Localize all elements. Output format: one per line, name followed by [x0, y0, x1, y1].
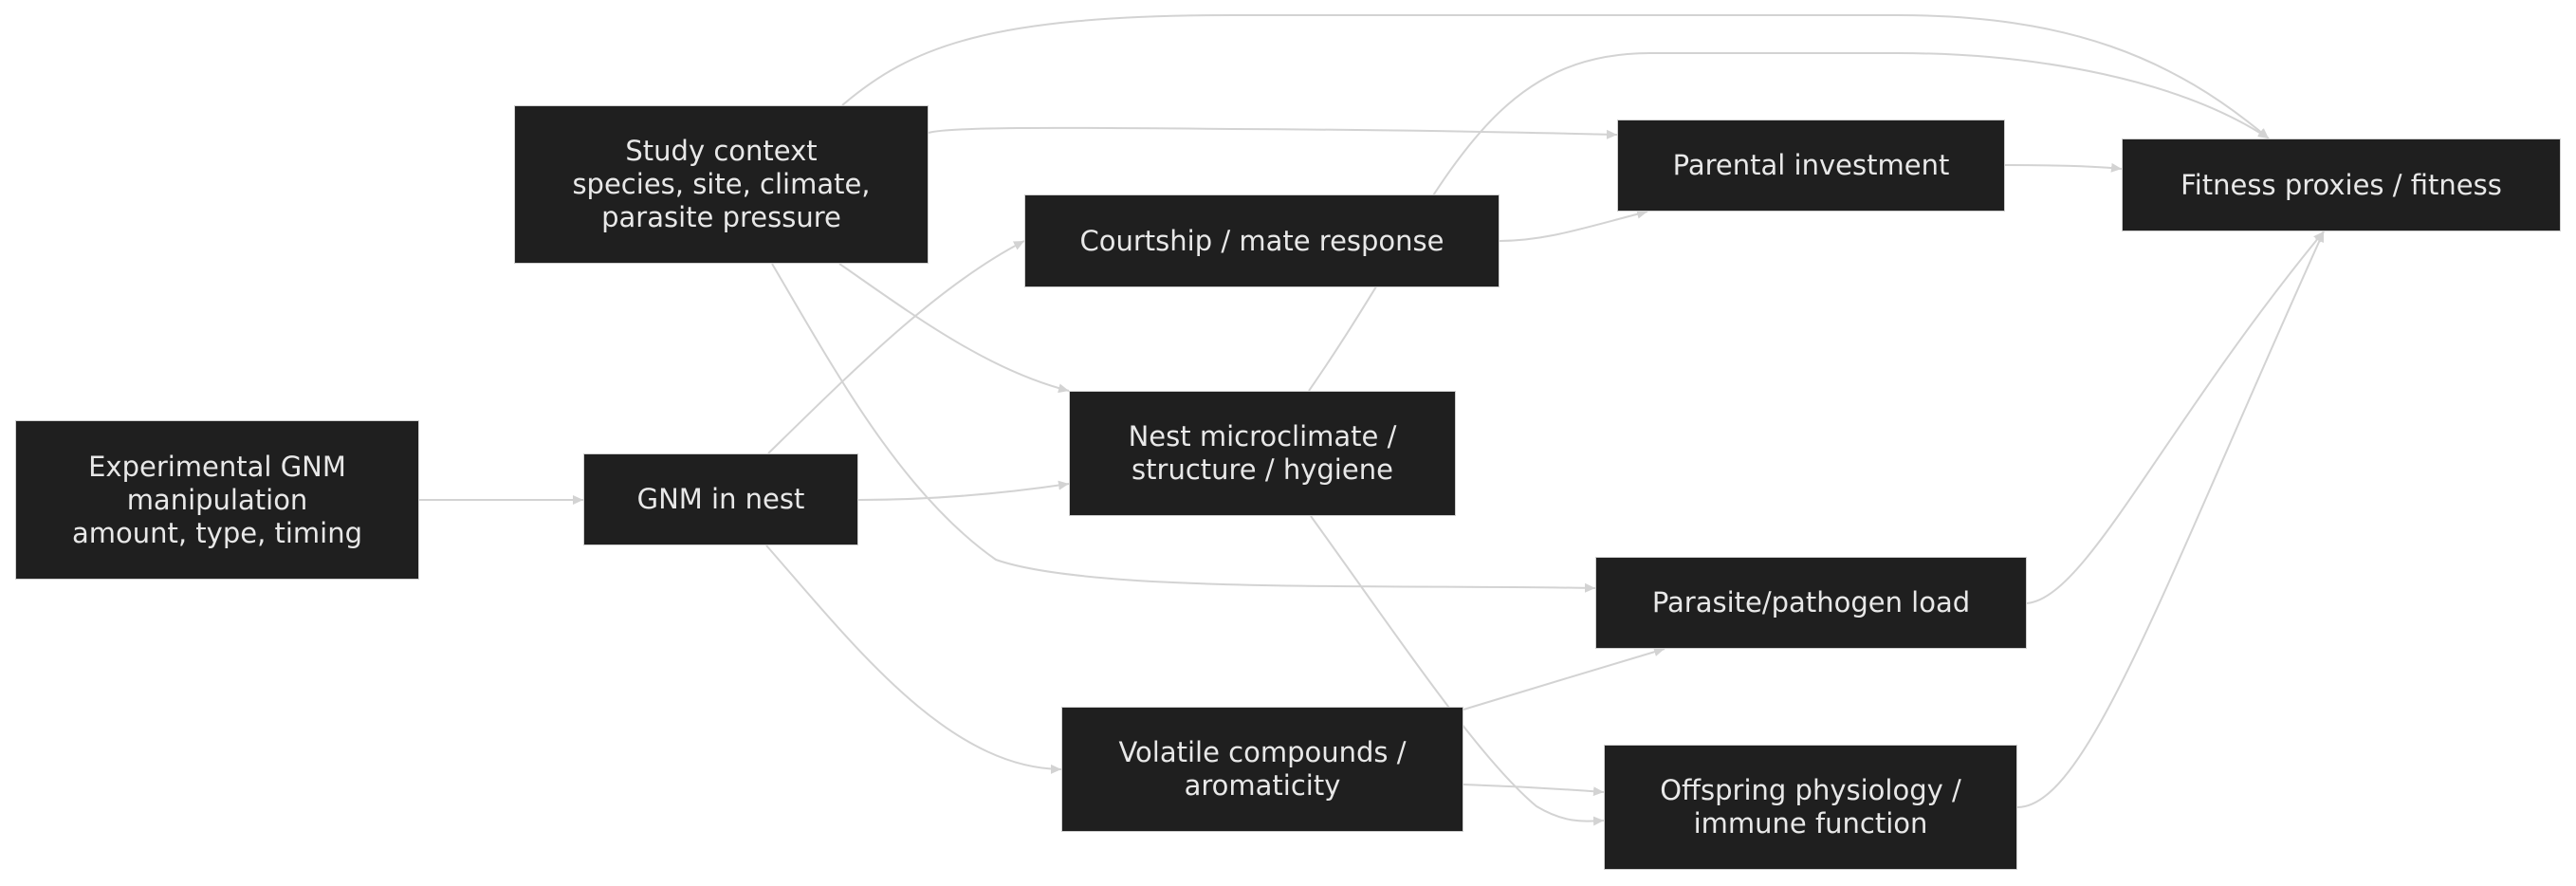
node-line: aromaticity [1184, 769, 1341, 802]
edge-parasite-to-fitness [2026, 231, 2325, 604]
node-line: immune function [1693, 807, 1928, 840]
edge-parental-to-fitness [2004, 162, 2123, 173]
node-line: Fitness proxies / fitness [2180, 168, 2502, 201]
node-line: manipulation [126, 483, 308, 516]
edge-nest-microclimate-to-offspring [1310, 515, 1605, 826]
edge-volatile-to-parasite [1463, 647, 1665, 711]
edge-gnm-in-nest-to-volatile [765, 545, 1062, 774]
node-experimental-gnm-manipulation: Experimental GNM manipulation amount, ty… [15, 420, 419, 580]
edge-study-context-to-parasite [771, 263, 1596, 593]
node-fitness-proxies: Fitness proxies / fitness [2122, 138, 2561, 231]
edge-gnm-in-nest-to-courtship [767, 240, 1025, 454]
node-line: Parasite/pathogen load [1651, 586, 1971, 618]
edge-gnm-in-nest-to-nest-microclimate [857, 480, 1070, 501]
edge-courtship-to-parental [1499, 209, 1648, 242]
node-line: Experimental GNM [88, 450, 346, 483]
node-gnm-in-nest: GNM in nest [583, 453, 858, 545]
node-courtship-mate-response: Courtship / mate response [1024, 194, 1500, 287]
node-line: Courtship / mate response [1079, 224, 1444, 257]
node-parental-investment: Parental investment [1617, 120, 2005, 212]
edge-study-context-to-nest-microclimate [838, 263, 1070, 394]
node-line: Parental investment [1672, 149, 1950, 181]
node-offspring-physiology: Offspring physiology / immune function [1604, 745, 2017, 870]
node-nest-microclimate: Nest microclimate / structure / hygiene [1069, 391, 1456, 516]
node-line: GNM in nest [636, 483, 805, 515]
node-study-context: Study context species, site, climate, pa… [514, 105, 929, 264]
edge-offspring-to-fitness [2016, 231, 2325, 808]
node-line: amount, type, timing [71, 516, 363, 549]
node-parasite-pathogen-load: Parasite/pathogen load [1595, 557, 2027, 649]
node-line: parasite pressure [601, 201, 841, 233]
node-volatile-compounds: Volatile compounds / aromaticity [1061, 707, 1463, 832]
node-line: Volatile compounds / [1118, 736, 1407, 768]
node-line: structure / hygiene [1132, 453, 1393, 486]
edge-study-context-to-parental [928, 126, 1618, 139]
node-line: species, site, climate, [572, 168, 871, 200]
node-line: Nest microclimate / [1128, 420, 1397, 452]
edge-study-context-to-fitness [841, 14, 2270, 139]
edge-volatile-to-offspring [1463, 784, 1605, 797]
node-line: Offspring physiology / [1660, 774, 1961, 806]
node-line: Study context [625, 135, 818, 167]
